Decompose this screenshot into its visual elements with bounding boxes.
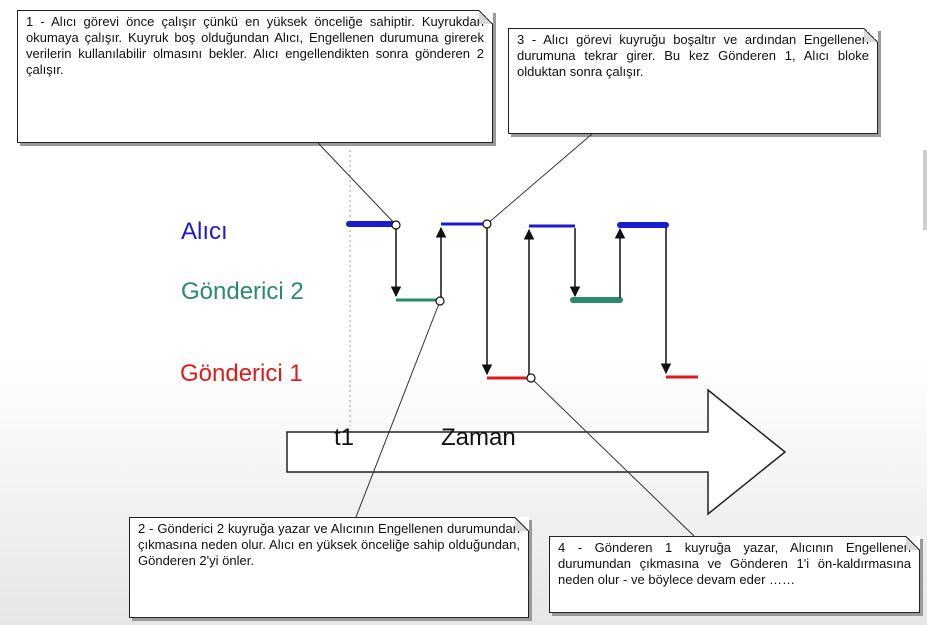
- note-fold-icon: [906, 536, 920, 550]
- t1-label: t1: [334, 424, 355, 451]
- event-marker-3: [482, 219, 492, 229]
- note-step-4: 4 - Gönderen 1 kuyruğa yazar, Alıcının E…: [549, 536, 920, 613]
- event-marker-1: [391, 220, 401, 230]
- note-step-1: 1 - Alıcı görevi önce çalışır çünkü en y…: [17, 10, 493, 143]
- note-fold-icon: [515, 517, 529, 531]
- note-step-2-text: 2 - Gönderici 2 kuyruğa yazar ve Alıcını…: [138, 521, 520, 568]
- lane-label-sender-2: Gönderici 2: [181, 278, 304, 305]
- note-step-3-text: 3 - Alıcı görevi kuyruğu boşaltır ve ard…: [517, 32, 869, 79]
- lane-label-receiver: Alıcı: [181, 218, 228, 245]
- connector-note-2: [355, 300, 441, 518]
- note-step-1-text: 1 - Alıcı görevi önce çalışır çünkü en y…: [26, 14, 484, 77]
- event-marker-4: [526, 373, 536, 383]
- note-fold-icon: [479, 10, 493, 24]
- time-axis-label: Zaman: [441, 424, 516, 451]
- right-edge-fragment: [923, 150, 927, 230]
- connector-note-3: [486, 133, 593, 225]
- connector-note-4: [530, 377, 695, 537]
- time-arrow: [286, 388, 787, 516]
- note-step-3: 3 - Alıcı görevi kuyruğu boşaltır ve ard…: [508, 28, 878, 134]
- note-step-2: 2 - Gönderici 2 kuyruğa yazar ve Alıcını…: [129, 517, 529, 618]
- event-marker-2: [435, 296, 445, 306]
- connector-note-1: [317, 142, 397, 226]
- note-step-4-text: 4 - Gönderen 1 kuyruğa yazar, Alıcının E…: [558, 540, 911, 587]
- lane-label-sender-1: Gönderici 1: [180, 360, 303, 387]
- note-fold-icon: [864, 28, 878, 42]
